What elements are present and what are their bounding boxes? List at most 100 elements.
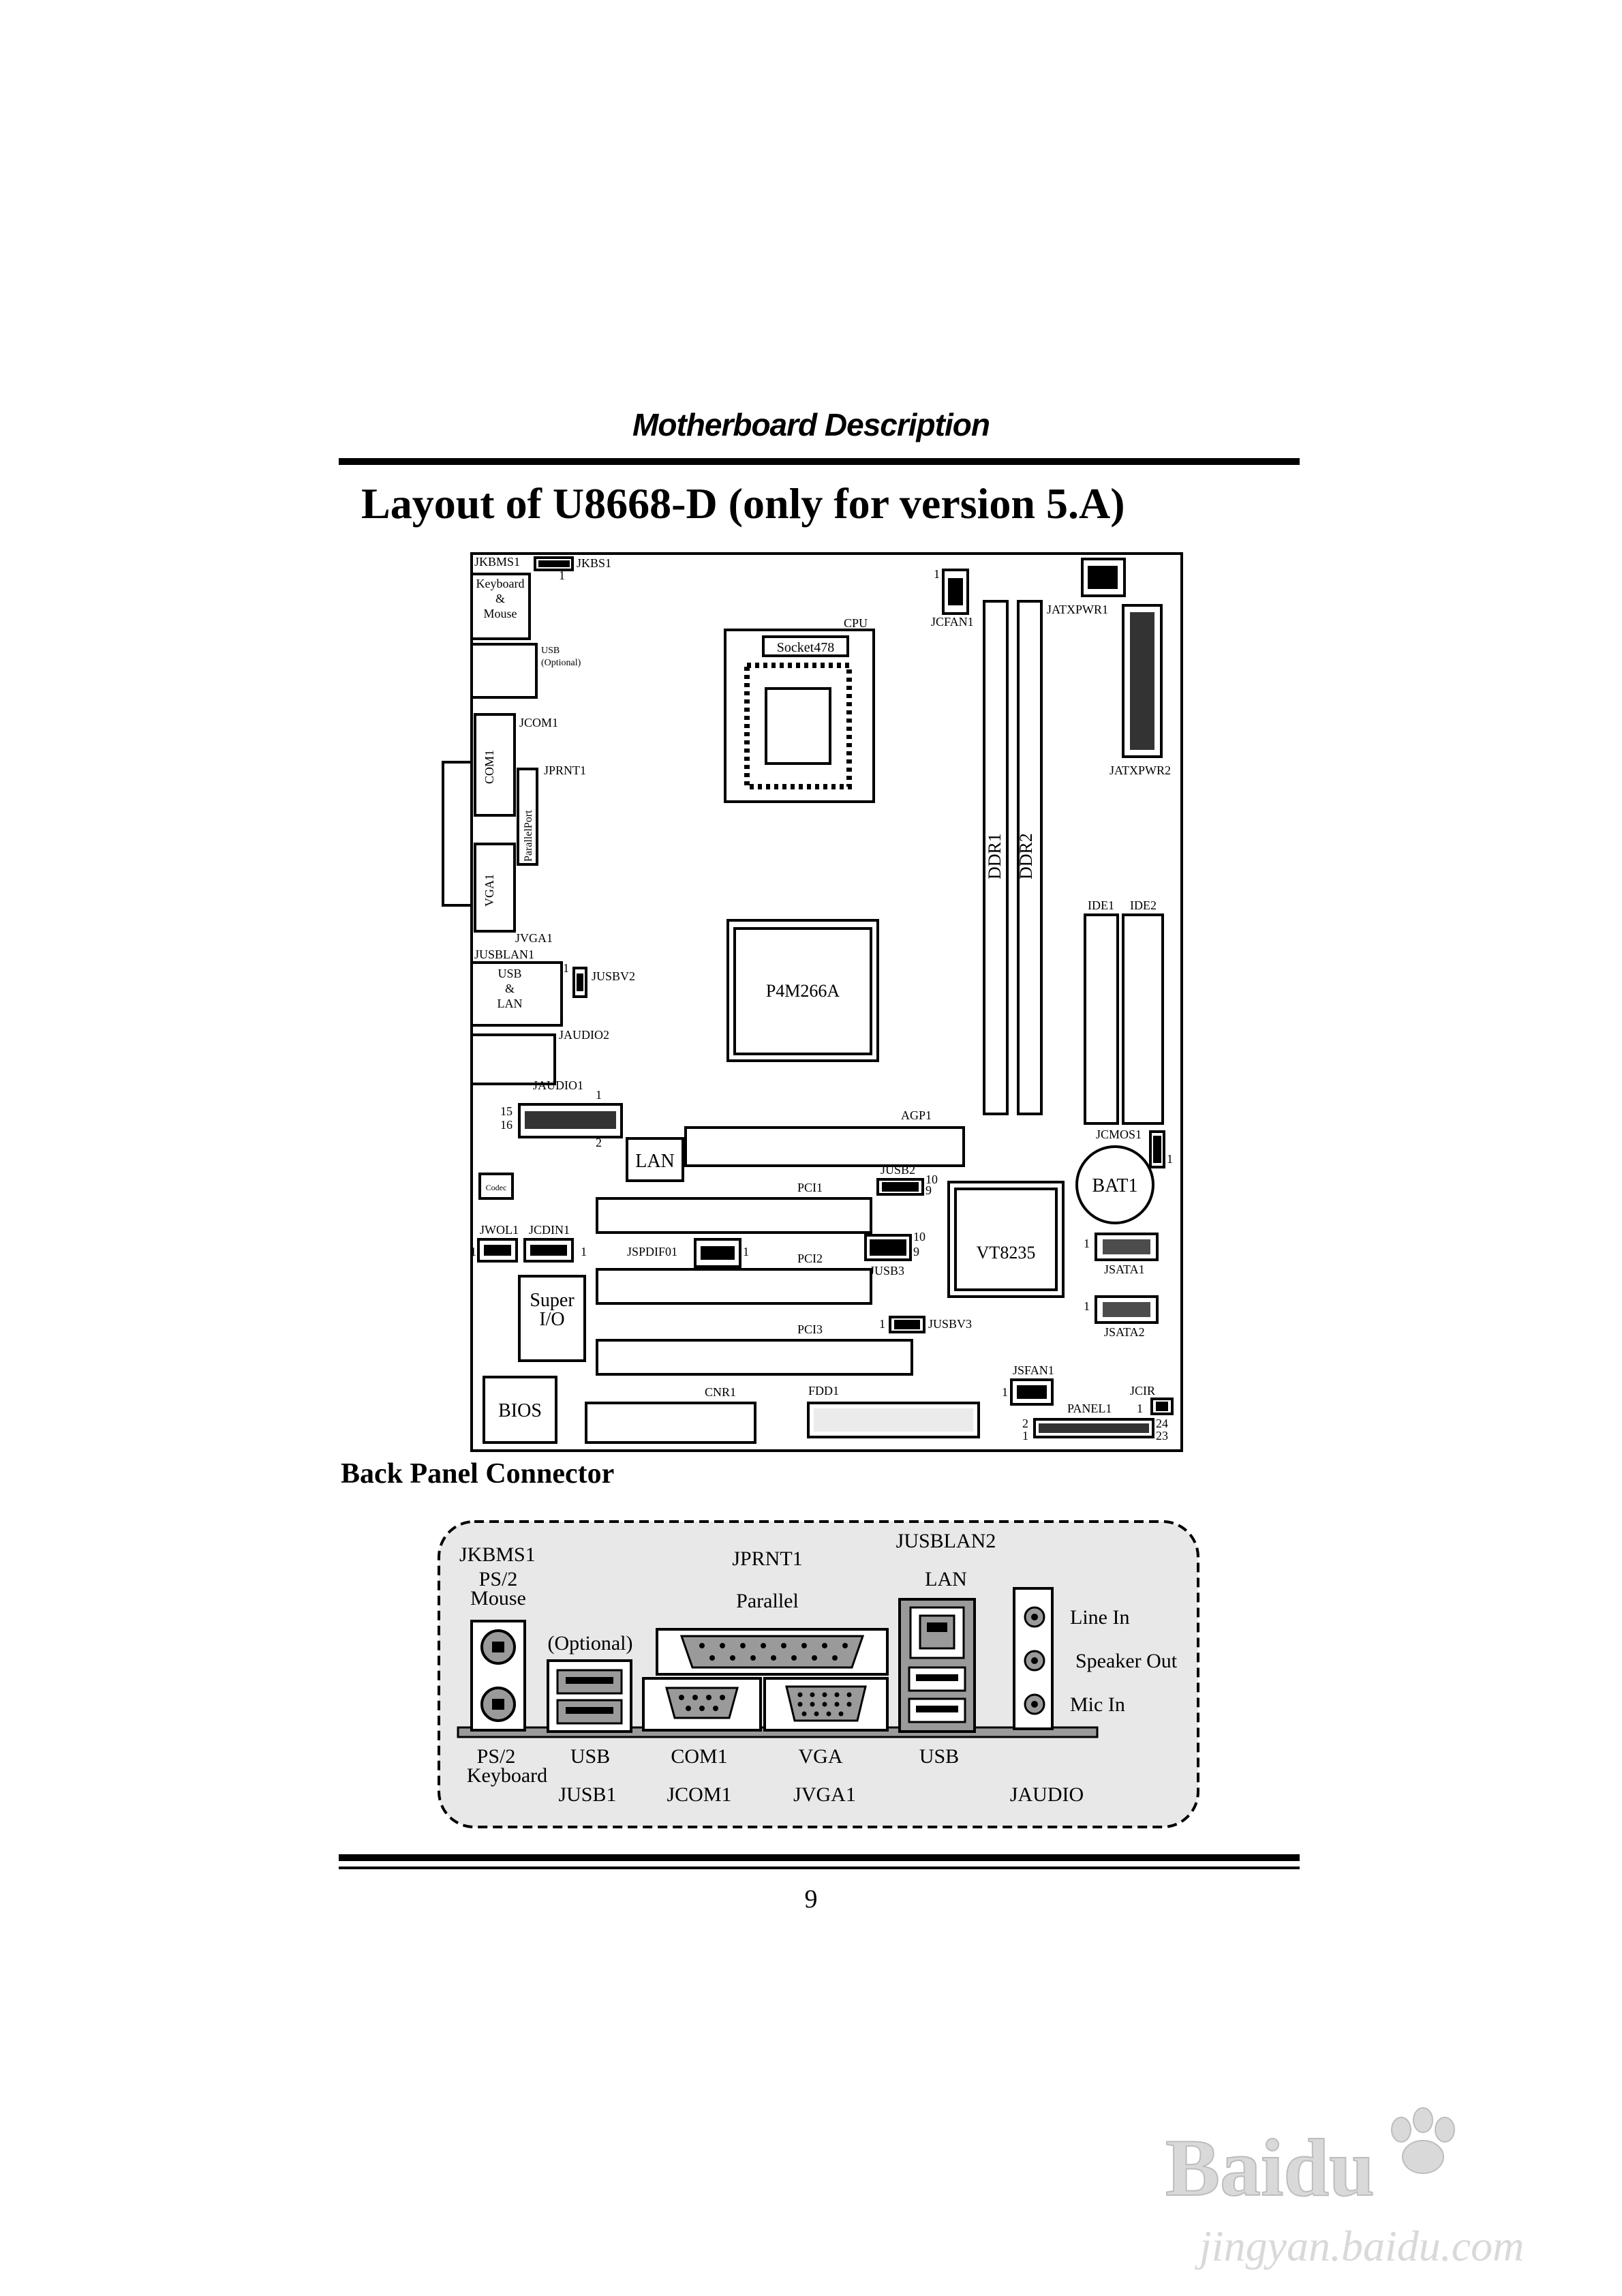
label-jkbs1-pin1: 1 <box>559 569 565 582</box>
label-jaudio1-pin2: 2 <box>596 1136 602 1149</box>
bp-label-optional: (Optional) <box>548 1632 633 1655</box>
ide1-connector <box>1084 913 1119 1125</box>
jcir-header <box>1150 1398 1174 1415</box>
vga-port-back <box>763 1677 889 1732</box>
agp1-slot <box>684 1126 965 1167</box>
bp-label-keyboard: Keyboard <box>467 1764 547 1787</box>
label-jcdin1-pin1: 1 <box>581 1245 587 1258</box>
jusb3-header <box>864 1234 912 1261</box>
label-pci2: PCI2 <box>797 1252 823 1265</box>
parallel-port <box>656 1628 889 1676</box>
label-ide1: IDE1 <box>1088 898 1114 912</box>
label-jspdif01: JSPDIF01 <box>627 1245 677 1258</box>
jspdif01-header <box>694 1238 741 1268</box>
footer-rule-thick <box>339 1854 1300 1861</box>
label-jusbv2: JUSBV2 <box>592 969 635 983</box>
label-jcfan1-pin1: 1 <box>934 567 940 581</box>
diagram-solid-details <box>484 560 1168 1433</box>
bp-label-vga: VGA <box>799 1745 843 1768</box>
label-jcmos1-pin1: 1 <box>1167 1152 1173 1166</box>
label-jusbv3-pin1: 1 <box>879 1317 885 1331</box>
com1-port <box>474 713 516 817</box>
jatxpwr1-connector <box>1081 558 1126 597</box>
label-jwol1: JWOL1 <box>480 1223 519 1237</box>
jsata2-connector <box>1095 1295 1159 1324</box>
label-bat1: BAT1 <box>1092 1175 1138 1196</box>
label-usb-amp: & <box>505 982 515 995</box>
bp-label-jusblan2: JUSBLAN2 <box>896 1530 996 1552</box>
label-socket478: Socket478 <box>777 640 834 655</box>
bp-label-ps2-bottom: PS/2 <box>477 1745 516 1768</box>
label-jusb3-pin10: 10 <box>913 1230 925 1243</box>
label-jusb2-pin10: 10 <box>925 1173 938 1186</box>
pci3-slot <box>596 1339 913 1376</box>
lan-chip <box>626 1137 684 1182</box>
bp-label-jvga1: JVGA1 <box>793 1783 856 1806</box>
label-jvga1: JVGA1 <box>515 931 553 945</box>
label-jaudio1-pin16: 16 <box>500 1118 512 1132</box>
label-jsfan1-pin1: 1 <box>1002 1385 1008 1399</box>
usb-lan-connector <box>470 961 563 1027</box>
page-number: 9 <box>804 1885 818 1914</box>
watermark-brand: Baidu <box>1165 2122 1375 2213</box>
label-jusbv3: JUSBV3 <box>928 1317 972 1331</box>
jwol1-header <box>477 1238 518 1263</box>
bp-label-jprnt1: JPRNT1 <box>732 1547 802 1570</box>
jprnt1-header <box>517 768 538 866</box>
pci2-slot <box>596 1268 872 1305</box>
cnr1-slot <box>585 1402 756 1444</box>
label-jsata1-pin1: 1 <box>1084 1237 1090 1250</box>
jcmos1-jumper <box>1149 1130 1165 1168</box>
com1-port-back <box>642 1677 762 1732</box>
bp-label-jcom1: JCOM1 <box>667 1783 731 1806</box>
cpu-socket <box>724 629 875 803</box>
label-jaudio2: JAUDIO2 <box>559 1028 609 1042</box>
bp-label-mic-in: Mic In <box>1070 1693 1125 1716</box>
socket478-label-box <box>762 635 849 657</box>
label-com1: COM1 <box>483 750 496 784</box>
label-jsfan1: JSFAN1 <box>1013 1363 1054 1377</box>
p4m266a-northbridge <box>726 919 879 1062</box>
label-keyboard: Keyboard <box>476 577 525 590</box>
bp-label-mouse: Mouse <box>470 1587 526 1610</box>
label-super: Super <box>530 1290 575 1311</box>
label-jcdin1: JCDIN1 <box>529 1223 570 1237</box>
bp-label-lan: LAN <box>925 1568 967 1590</box>
label-cnr1: CNR1 <box>705 1385 736 1399</box>
label-jusbv2-pin1: 1 <box>563 961 569 975</box>
bp-label-line-in: Line In <box>1070 1606 1129 1629</box>
label-vga1: VGA1 <box>483 874 496 907</box>
label-vt8235: VT8235 <box>977 1243 1036 1263</box>
bp-label-usb-right: USB <box>919 1745 959 1768</box>
back-panel-title: Back Panel Connector <box>341 1458 615 1490</box>
ddr1-slot <box>983 600 1009 1115</box>
label-jwol1-pin1: 1 <box>470 1245 476 1258</box>
label-jusb3-pin9: 9 <box>913 1245 919 1258</box>
bp-label-usb-left: USB <box>570 1745 610 1768</box>
lan-usb-ports-back <box>898 1598 976 1733</box>
layout-title: Layout of U8668-D (only for version 5.A) <box>361 479 1125 528</box>
jcdin1-header <box>523 1238 574 1263</box>
jusb2-header <box>876 1178 924 1196</box>
label-jkbs1: JKBS1 <box>577 556 611 570</box>
baidu-watermark-logo: Baidu jingyan.baidu.com <box>1165 2107 1524 2270</box>
label-p4m266a: P4M266A <box>766 981 840 1001</box>
bp-label-jusb1: JUSB1 <box>558 1783 616 1806</box>
label-panel1-pin2: 2 <box>1022 1417 1028 1430</box>
label-codec: Codec <box>486 1183 507 1192</box>
bp-label-ps2-top: PS/2 <box>479 1568 518 1590</box>
audio-jacks <box>1013 1587 1054 1730</box>
bp-label-com1: COM1 <box>671 1745 727 1768</box>
bp-label-speaker-out: Speaker Out <box>1075 1650 1178 1672</box>
label-ddr1: DDR1 <box>985 833 1005 879</box>
rear-bracket <box>442 761 473 907</box>
label-panel1-pin23: 23 <box>1156 1429 1168 1442</box>
label-jspdif01-pin1: 1 <box>743 1245 749 1258</box>
label-jsata2-pin1: 1 <box>1084 1299 1090 1313</box>
label-panel1-pin1: 1 <box>1022 1429 1028 1442</box>
label-usb-opt: USB <box>541 646 560 656</box>
label-jprnt1: JPRNT1 <box>544 764 586 777</box>
ide2-connector <box>1122 913 1164 1125</box>
bp-label-parallel: Parallel <box>736 1590 799 1612</box>
label-usb: USB <box>498 967 521 980</box>
